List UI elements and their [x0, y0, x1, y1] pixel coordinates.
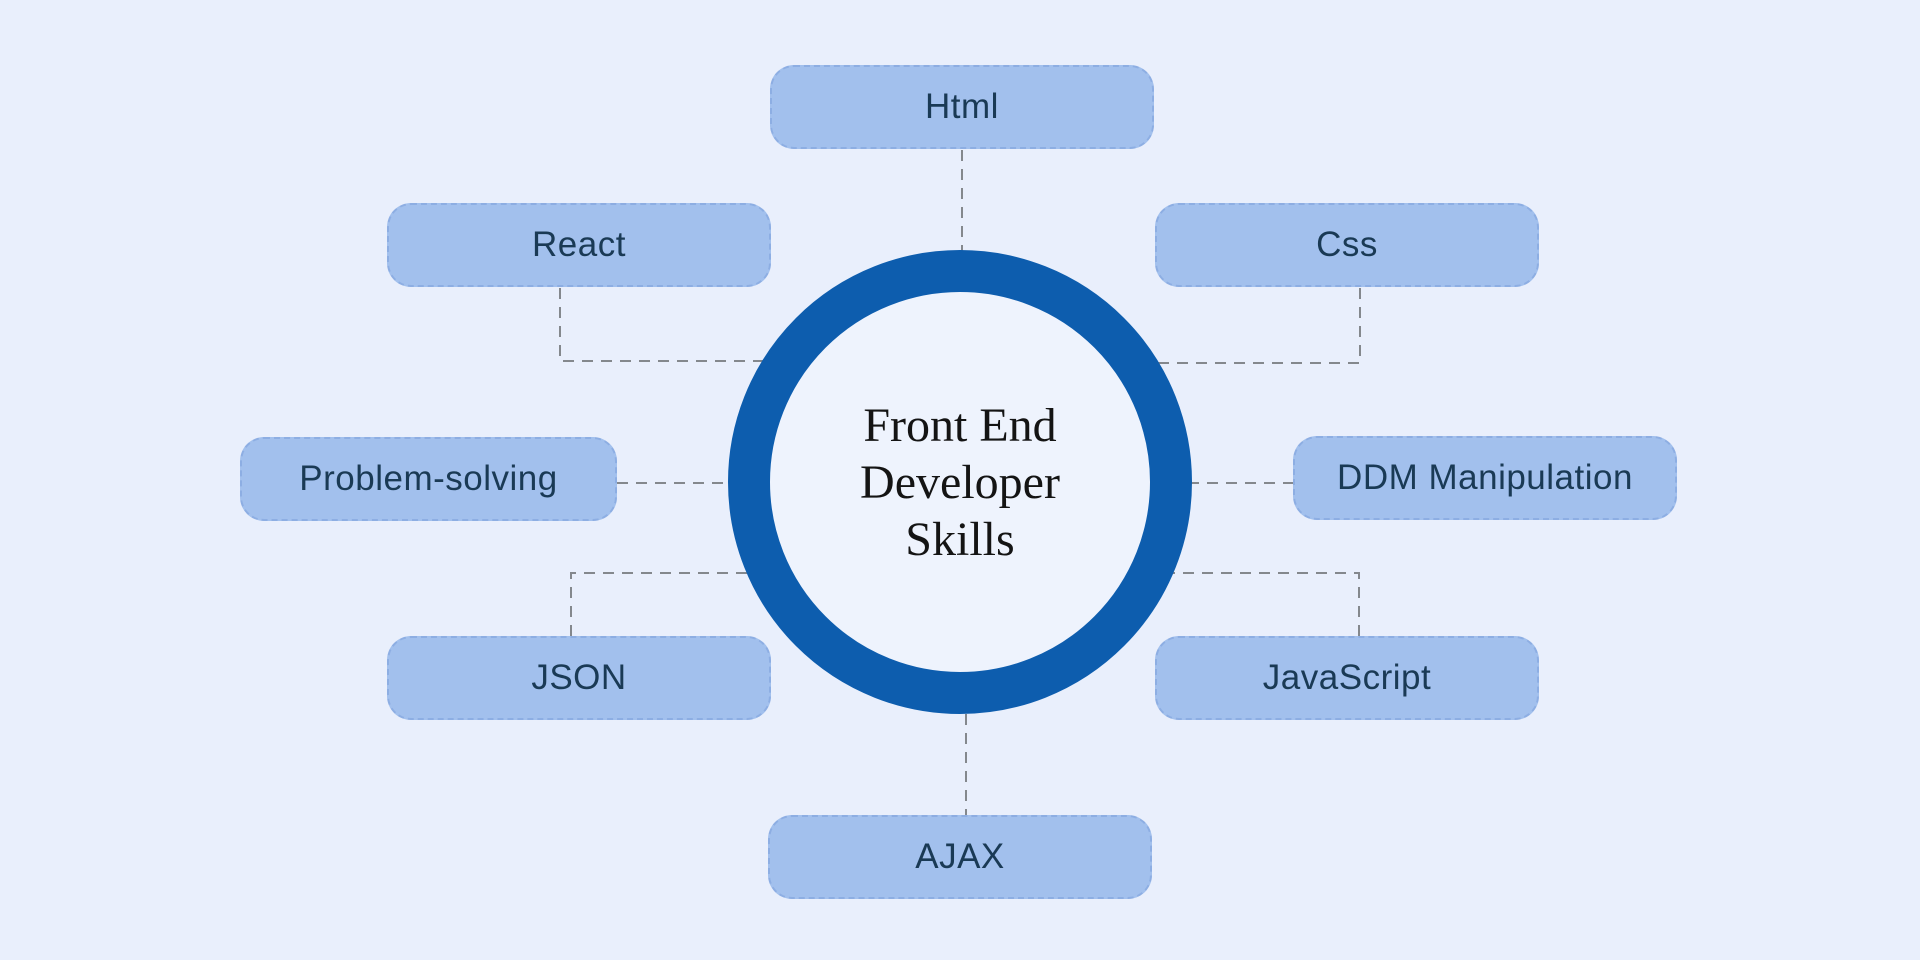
- node-css-label: Css: [1316, 225, 1378, 264]
- center-circle-ring: [728, 250, 1192, 714]
- node-react: React: [387, 203, 771, 287]
- connector-css: [1156, 288, 1361, 364]
- node-json-label: JSON: [531, 658, 627, 697]
- center-circle-fill: [770, 292, 1150, 672]
- node-css: Css: [1155, 203, 1539, 287]
- node-ddm-manipulation: DDM Manipulation: [1293, 436, 1677, 520]
- center-title: Front End Developer Skills: [710, 397, 1210, 568]
- node-problem-solving-label: Problem-solving: [299, 459, 558, 498]
- node-javascript: JavaScript: [1155, 636, 1539, 720]
- node-html-label: Html: [925, 87, 999, 126]
- center-title-line-2: Developer: [860, 456, 1060, 509]
- node-ajax: AJAX: [768, 815, 1152, 899]
- node-react-label: React: [532, 225, 626, 264]
- node-javascript-label: JavaScript: [1262, 658, 1432, 697]
- connector-javascript: [1170, 572, 1360, 636]
- connector-react: [559, 288, 764, 362]
- center-title-line-3: Skills: [905, 513, 1015, 566]
- node-ddm-manipulation-label: DDM Manipulation: [1337, 458, 1633, 497]
- node-problem-solving: Problem-solving: [240, 437, 617, 521]
- node-ajax-label: AJAX: [915, 837, 1005, 876]
- center-title-line-1: Front End: [863, 399, 1057, 452]
- connector-json: [570, 572, 750, 636]
- node-html: Html: [770, 65, 1154, 149]
- node-json: JSON: [387, 636, 771, 720]
